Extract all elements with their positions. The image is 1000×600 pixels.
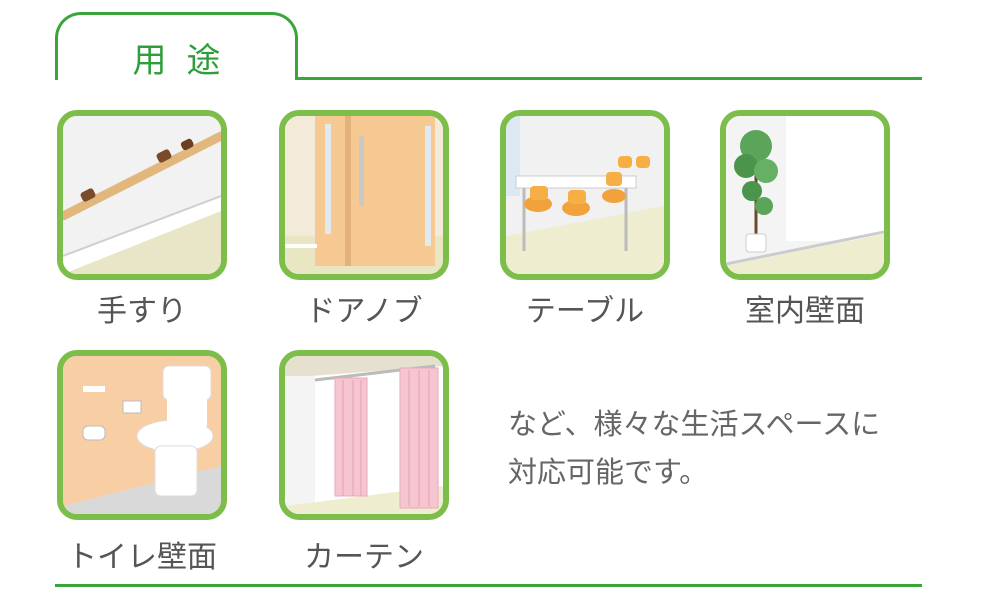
plant-wall-image	[726, 116, 884, 274]
description-line-1: など、様々な生活スペースに	[508, 407, 881, 441]
toilet-wall-label: トイレ壁面	[67, 540, 217, 575]
curtain-image	[285, 356, 443, 514]
table-card	[500, 110, 670, 280]
door-label: ドアノブ	[305, 294, 423, 329]
curtain-label: カーテン	[304, 540, 424, 575]
indoor-wall-label: 室内壁面	[745, 294, 865, 329]
section-title: 用途	[132, 41, 241, 81]
description-line-2: 対応可能です。	[508, 455, 709, 489]
door-card	[279, 110, 449, 280]
table-image	[506, 116, 664, 274]
table-label: テーブル	[525, 294, 645, 329]
usage-description: など、様々な生活スペースに 対応可能です。	[508, 400, 880, 496]
toilet-image	[63, 356, 221, 514]
handrail-card	[57, 110, 227, 280]
footer-divider	[55, 584, 922, 587]
curtain-card	[279, 350, 449, 520]
indoor-wall-card	[720, 110, 890, 280]
header-divider	[298, 77, 922, 80]
handrail-label: 手すり	[97, 294, 187, 329]
toilet-card	[57, 350, 227, 520]
section-tab: 用途	[55, 12, 298, 81]
door-image	[285, 116, 443, 274]
handrail-image	[63, 116, 221, 274]
